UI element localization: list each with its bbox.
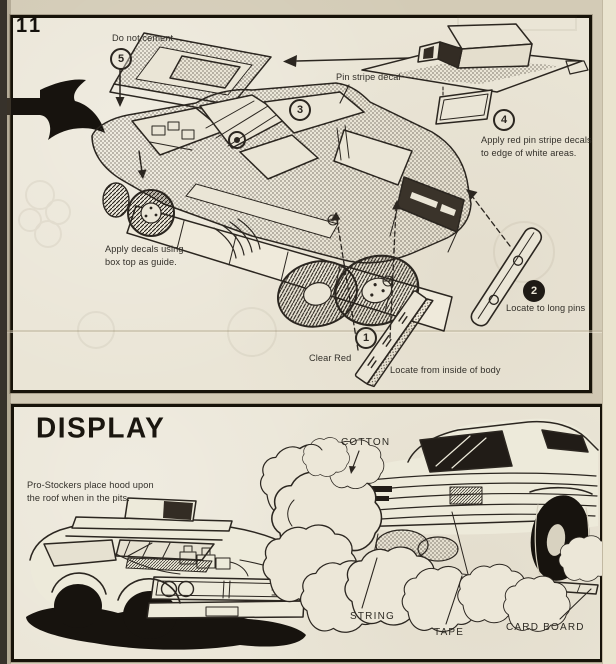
note-locate-to-long-pins: Locate to long pins: [506, 303, 586, 314]
note-locate-from-inside: Locate from inside of body: [390, 365, 501, 376]
callout-5: 5: [110, 48, 132, 70]
callout-3: 3: [289, 99, 311, 121]
note-apply-decals: Apply decals using box top as guide.: [105, 244, 184, 269]
callout-1: 1: [355, 327, 377, 349]
display-caption: Pro-Stockers place hood upon the roof wh…: [27, 480, 154, 505]
callout-2-number: 2: [530, 285, 538, 297]
callout-1-number: 1: [362, 332, 370, 344]
assembly-step-panel: [10, 15, 592, 393]
note-pin-stripe-decal: Pin stripe decal: [336, 72, 401, 83]
page-right-edge: [602, 0, 616, 664]
label-string: STRING: [350, 611, 395, 622]
callout-2: 2: [523, 280, 545, 302]
note-apply-red-line1: Apply red pin stripe decals: [481, 135, 592, 146]
label-tape: TAPE: [434, 627, 465, 638]
note-apply-decals-line2: box top as guide.: [105, 256, 177, 268]
callout-4-number: 4: [500, 114, 508, 126]
step-number: 11: [16, 14, 44, 38]
page-left-edge-shade: [7, 0, 11, 664]
note-apply-red-pin-stripe: Apply red pin stripe decals to edge of w…: [481, 135, 592, 160]
callout-5-number: 5: [117, 53, 125, 65]
display-caption-line1: Pro-Stockers place hood upon: [27, 480, 154, 491]
label-cotton: COTTON: [341, 437, 391, 448]
note-do-not-cement: Do not cement: [112, 33, 174, 44]
paper-fold-crease-highlight: [6, 332, 606, 333]
note-clear-red: Clear Red: [309, 353, 352, 364]
display-caption-line2: the roof when in the pits.: [27, 492, 130, 504]
callout-4: 4: [493, 109, 515, 131]
page-left-edge: [0, 0, 7, 664]
label-cardboard: CARD BOARD: [506, 622, 585, 633]
display-section-title: DISPLAY: [36, 412, 166, 444]
note-apply-red-line2: to edge of white areas.: [481, 147, 577, 159]
callout-3-number: 3: [296, 104, 304, 116]
note-apply-decals-line1: Apply decals using: [105, 244, 184, 255]
